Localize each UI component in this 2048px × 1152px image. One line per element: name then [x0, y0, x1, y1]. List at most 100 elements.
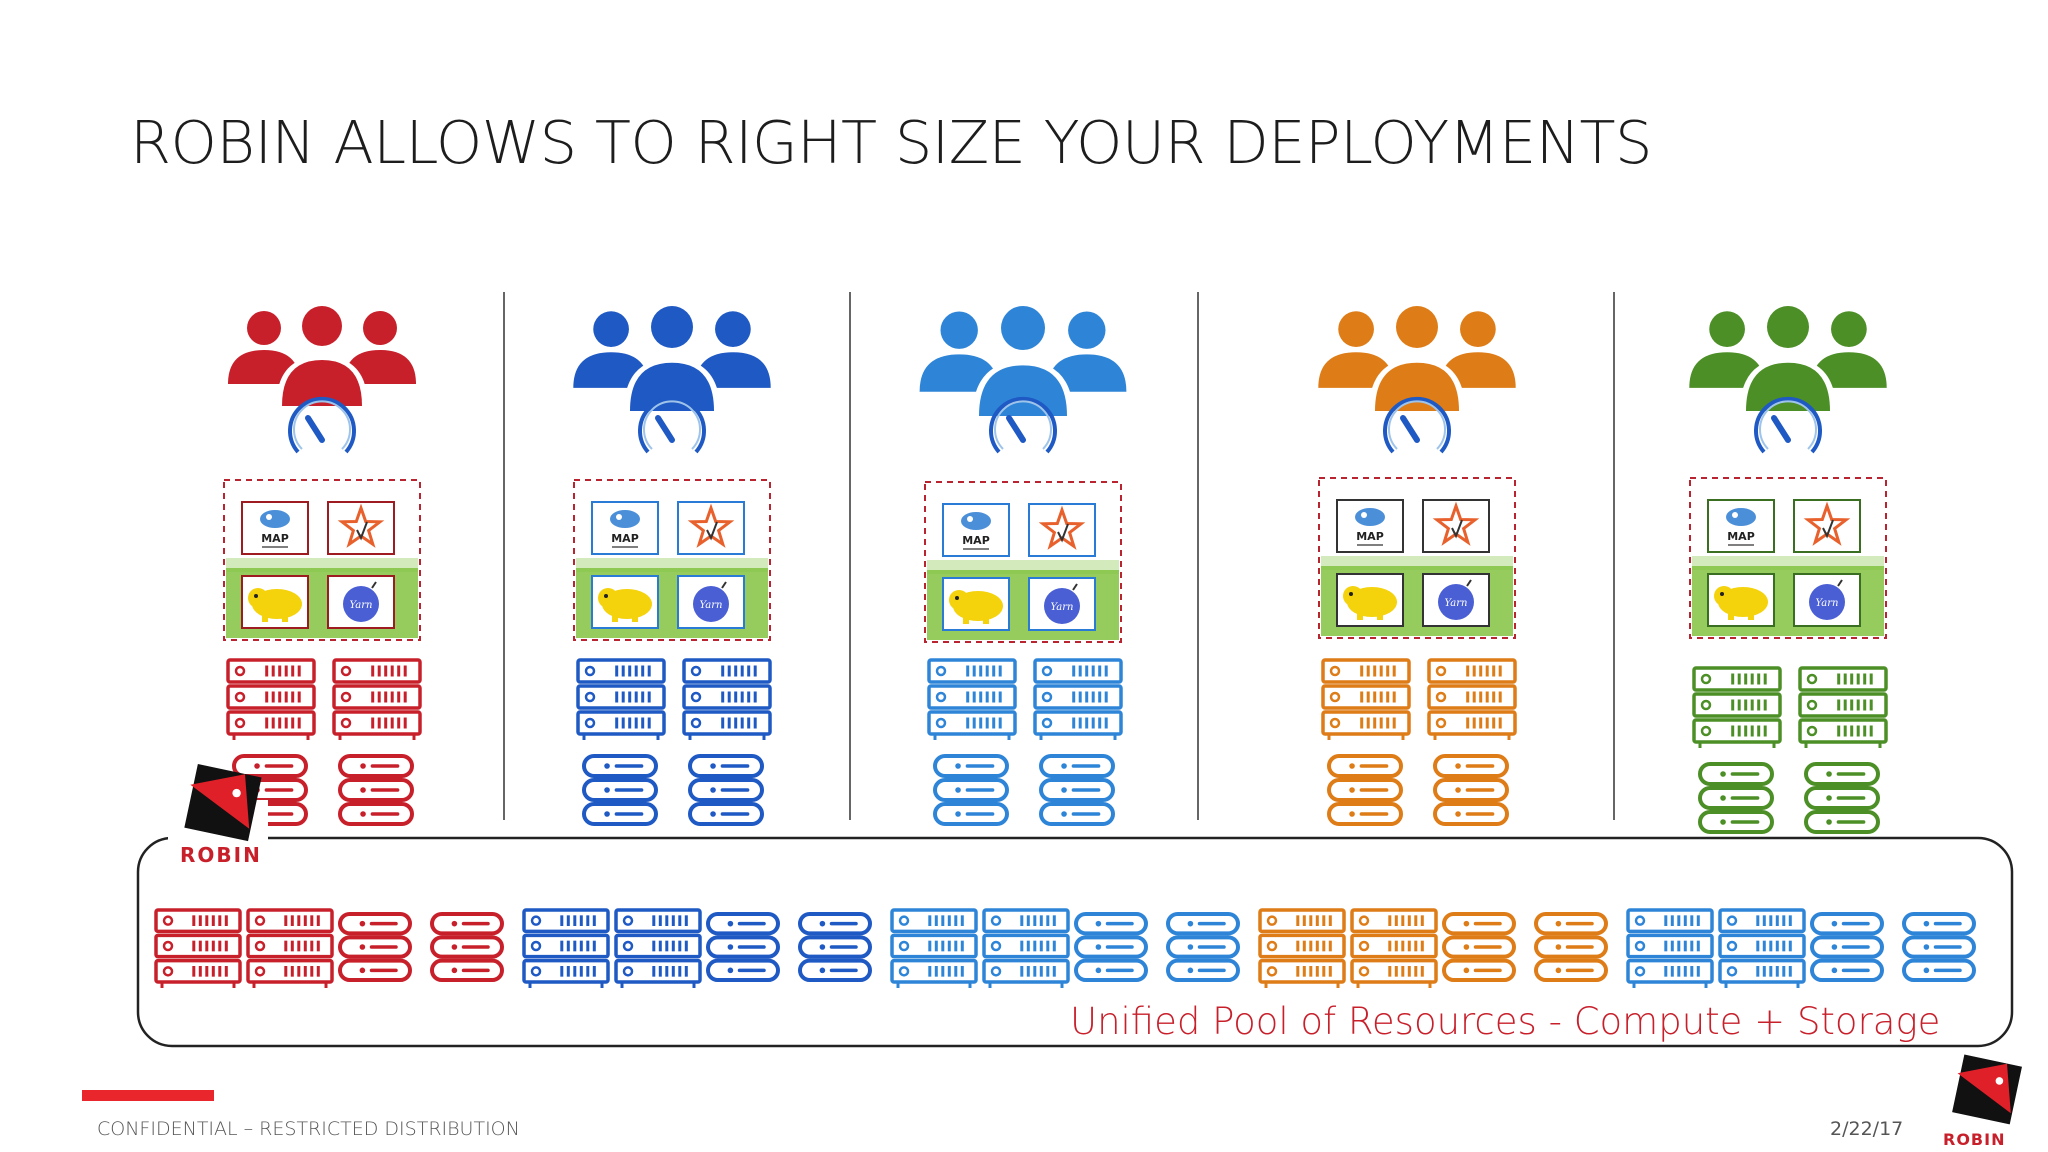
pool-label: Unified Pool of Resources - Compute + St… [1070, 1000, 1941, 1043]
robin-logo-icon [1952, 1054, 2022, 1125]
compute-server-icon [246, 908, 334, 988]
users-icon [573, 300, 771, 414]
deployment-column: MAP Yarn [1318, 300, 1517, 826]
mapreduce-label: MAP [261, 532, 289, 545]
mapreduce-icon: MAP [591, 501, 659, 555]
footer-accent-bar [82, 1090, 214, 1101]
speedometer-icon [1754, 396, 1822, 454]
storage-disk-icon [1074, 912, 1148, 983]
storage-disk-icon [1804, 762, 1880, 834]
storage-disk-icon [1810, 912, 1884, 983]
compute-server-icon [154, 908, 242, 988]
compute-server-icon [1626, 908, 1714, 988]
storage-disk-icon [798, 912, 872, 983]
star-icon [327, 501, 395, 555]
robin-logo-icon [184, 763, 262, 842]
storage-disk-icon [706, 912, 780, 983]
yarn-icon: Yarn [1028, 577, 1096, 631]
application-stack: MAP Yarn [1689, 477, 1887, 639]
application-stack: MAP Yarn [924, 481, 1122, 643]
storage-disk-icon [1534, 912, 1608, 983]
mapreduce-icon: MAP [241, 501, 309, 555]
storage-disk-icon [933, 754, 1009, 826]
mapreduce-icon: MAP [1707, 499, 1775, 553]
hadoop-icon [1336, 573, 1404, 627]
users-icon [228, 301, 416, 408]
storage-disk-icon [338, 754, 414, 826]
compute-server-icon [682, 658, 772, 740]
hadoop-icon [1707, 573, 1775, 627]
compute-server-icon [576, 658, 666, 740]
compute-server-icon [1692, 666, 1782, 748]
compute-server-icon [890, 908, 978, 988]
yarn-icon: Yarn [327, 575, 395, 629]
users-icon [1318, 300, 1516, 414]
hadoop-icon [942, 577, 1010, 631]
footer-confidential: CONFIDENTIAL – RESTRICTED DISTRIBUTION [97, 1118, 520, 1140]
storage-disk-icon [1327, 754, 1403, 826]
compute-server-icon [1258, 908, 1346, 988]
mapreduce-icon: MAP [1336, 499, 1404, 553]
star-icon [677, 501, 745, 555]
hadoop-icon [241, 575, 309, 629]
speedometer-icon [288, 396, 356, 454]
mapreduce-label: MAP [611, 532, 639, 545]
speedometer-icon [989, 396, 1057, 454]
slide-title: ROBIN ALLOWS TO RIGHT SIZE YOUR DEPLOYME… [130, 108, 1652, 177]
storage-disk-icon [1433, 754, 1509, 826]
compute-server-icon [1350, 908, 1438, 988]
yarn-icon: Yarn [1793, 573, 1861, 627]
deployment-column: MAP Yarn [1689, 300, 1888, 834]
storage-disk-icon [688, 754, 764, 826]
compute-server-icon [1718, 908, 1806, 988]
storage-disk-icon [430, 912, 504, 983]
yarn-label: Yarn [349, 600, 372, 611]
yarn-label: Yarn [1815, 598, 1838, 609]
robin-logo-text: ROBIN [180, 843, 262, 867]
application-stack: MAP Yarn [573, 479, 771, 641]
compute-server-icon [332, 658, 422, 740]
compute-server-icon [522, 908, 610, 988]
deployment-column: MAP Yarn [919, 300, 1127, 826]
compute-server-icon [1427, 658, 1517, 740]
users-icon [1689, 300, 1887, 414]
speedometer-icon [638, 396, 706, 454]
storage-disk-icon [1442, 912, 1516, 983]
application-stack: MAP Yarn [1318, 477, 1516, 639]
compute-server-icon [614, 908, 702, 988]
speedometer-icon [1383, 396, 1451, 454]
robin-logos [184, 763, 2022, 1125]
storage-disk-icon [1698, 762, 1774, 834]
star-icon [1422, 499, 1490, 553]
compute-server-icon [226, 658, 316, 740]
mapreduce-label: MAP [1727, 530, 1755, 543]
deployment-columns: MAP Yarn MAP Yarn MAP Yarn MAP Yarn MAP Yarn [223, 300, 1888, 834]
pool-container [136, 836, 2014, 1048]
users-icon [919, 300, 1127, 419]
robin-logo-text-corner: ROBIN [1943, 1130, 2006, 1149]
storage-disk-icon [1902, 912, 1976, 983]
mapreduce-label: MAP [1356, 530, 1384, 543]
yarn-label: Yarn [1050, 602, 1073, 613]
mapreduce-icon: MAP [942, 503, 1010, 557]
deployment-column: MAP Yarn [573, 300, 772, 826]
yarn-label: Yarn [699, 600, 722, 611]
storage-disk-icon [1039, 754, 1115, 826]
storage-disk-icon [338, 912, 412, 983]
hadoop-icon [591, 575, 659, 629]
yarn-icon: Yarn [1422, 573, 1490, 627]
deployment-column: MAP Yarn [223, 301, 422, 826]
column-dividers [503, 292, 1615, 820]
compute-server-icon [982, 908, 1070, 988]
compute-server-icon [927, 658, 1017, 740]
storage-disk-icon [582, 754, 658, 826]
compute-server-icon [1033, 658, 1123, 740]
yarn-label: Yarn [1444, 598, 1467, 609]
storage-disk-icon [1166, 912, 1240, 983]
application-stack: MAP Yarn [223, 479, 421, 641]
yarn-icon: Yarn [677, 575, 745, 629]
star-icon [1793, 499, 1861, 553]
star-icon [1028, 503, 1096, 557]
compute-server-icon [1321, 658, 1411, 740]
